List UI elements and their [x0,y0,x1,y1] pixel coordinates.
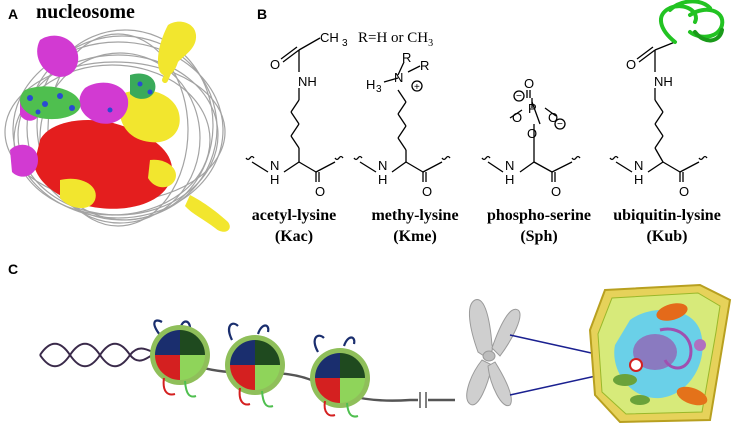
nucleosome-2 [225,322,285,408]
caption-acetyl-lysine: acetyl-lysine (Kac) [232,205,356,247]
svg-text:O: O [422,184,432,199]
nucleosome-structure-image [4,21,230,232]
svg-text:R: R [402,50,411,65]
caption-methy-lysine: methy-lysine (Kme) [355,205,475,247]
nucleosome-1 [150,319,210,398]
ubiquitin-lysine-structure [615,41,700,182]
svg-text:H: H [378,172,387,187]
svg-text:H: H [270,172,279,187]
caption-name: acetyl-lysine [251,207,337,224]
svg-text:−: − [516,91,522,102]
caption-abbr: (Kac) [274,228,314,245]
caption-abbr: (Sph) [520,228,558,245]
atom-labels: O CH 3 NH H N O H 3 CH N R R + H N O − O… [270,30,689,199]
svg-text:CH: CH [320,30,339,45]
svg-text:H: H [505,172,514,187]
svg-text:H: H [634,172,643,187]
nucleus-highlight [629,358,643,372]
dna-double-helix [39,342,161,368]
caption-name: methy-lysine [371,207,459,224]
caption-phospho-serine: phospho-serine (Sph) [474,205,604,247]
chromosome [466,299,521,407]
caption-abbr: (Kme) [393,228,437,245]
svg-text:O: O [512,110,522,125]
ubiquitin-ribbon-image [659,0,725,44]
panel-a-letter: A [8,6,19,22]
svg-text:3: 3 [342,38,348,49]
methyl-lysine-structure [359,61,443,182]
plant-cell-image [588,283,732,424]
svg-text:O: O [524,76,534,91]
svg-text:O: O [527,126,537,141]
r-group-note: R=H or CH3 [358,30,434,49]
acetyl-lysine-structure [251,37,336,182]
phospho-serine-structure [487,90,573,182]
svg-text:R: R [420,58,429,73]
svg-text:NH: NH [298,74,317,89]
svg-text:−: − [557,119,563,130]
svg-text:N: N [378,158,387,173]
svg-text:N: N [505,158,514,173]
caption-abbr: (Kub) [646,228,688,245]
svg-text:O: O [551,184,561,199]
panel-b-letter: B [257,6,268,22]
svg-text:N: N [270,158,279,173]
panel-c-letter: C [8,261,19,277]
svg-text:O: O [679,184,689,199]
caption-name: ubiquitin-lysine [613,207,721,224]
svg-text:+: + [414,82,420,93]
svg-text:N: N [634,158,643,173]
nucleosome-title: nucleosome [36,1,135,23]
svg-text:H: H [366,77,375,92]
svg-text:N: N [394,70,403,85]
svg-text:3: 3 [376,84,382,95]
svg-text:O: O [626,57,636,72]
chemical-structures [245,37,708,182]
caption-name: phospho-serine [486,207,592,224]
svg-text:O: O [548,110,558,125]
svg-text:NH: NH [654,74,673,89]
svg-text:P: P [528,101,537,116]
svg-text:O: O [315,184,325,199]
caption-ubiquitin-lysine: ubiquitin-lysine (Kub) [600,205,734,247]
nucleosome-3 [310,334,370,418]
svg-text:O: O [270,57,280,72]
